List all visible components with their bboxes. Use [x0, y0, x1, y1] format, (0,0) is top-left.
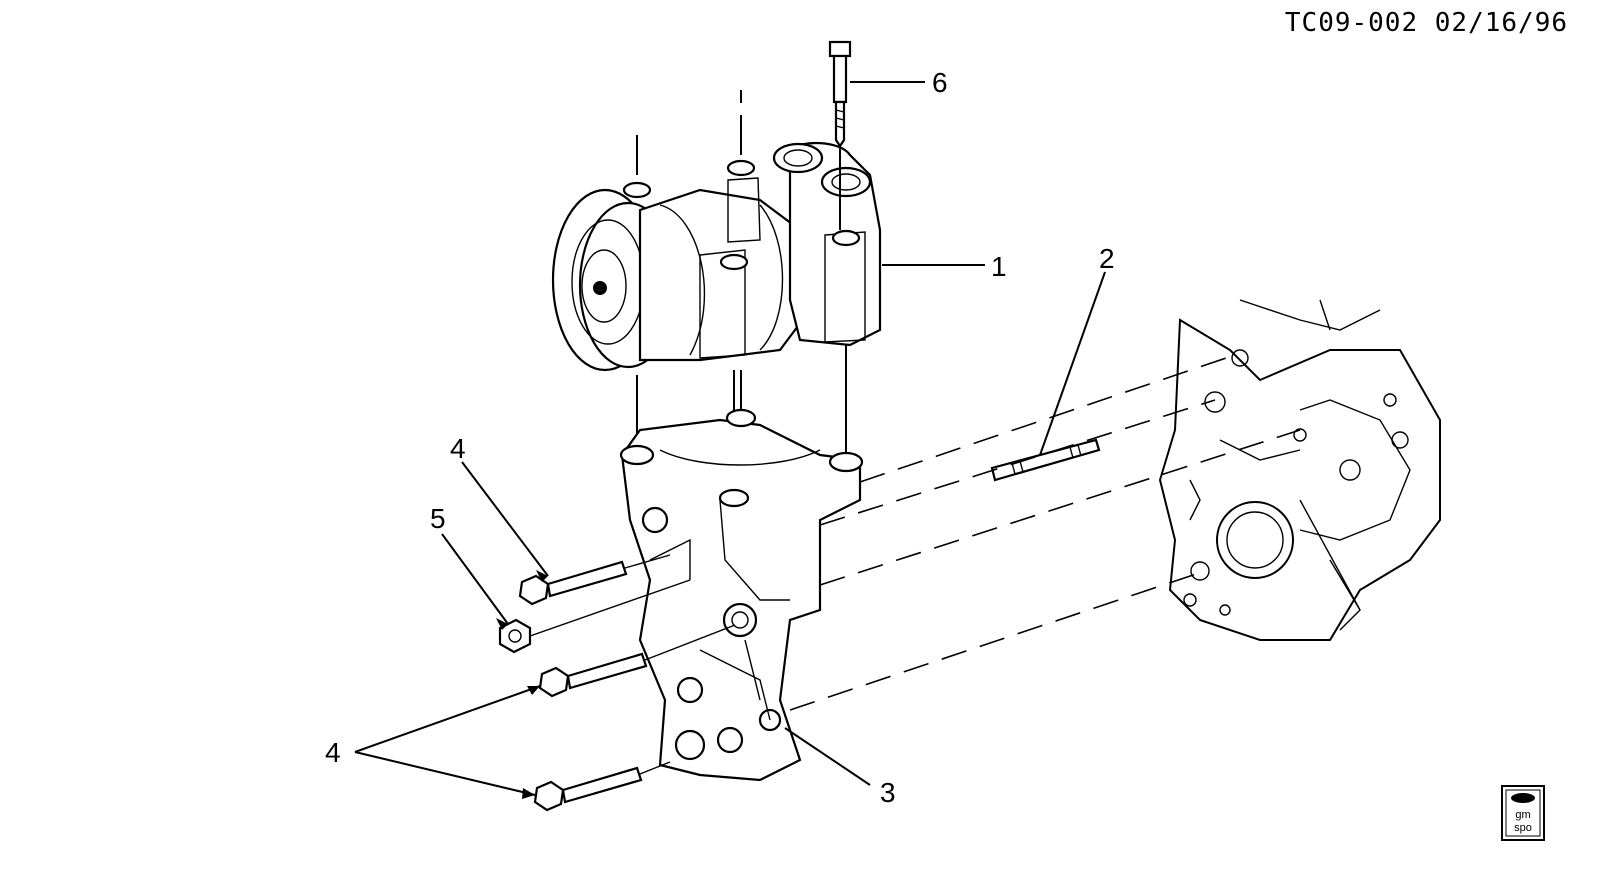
callout-4-upper: 4 — [450, 433, 466, 464]
callout-labels: 6 1 2 4 5 4 3 — [325, 67, 1115, 808]
bolt-part-4-middle — [538, 652, 648, 698]
compressor-mount-lugs — [622, 159, 861, 271]
callout-2: 2 — [1099, 243, 1115, 274]
callout-6: 6 — [932, 67, 948, 98]
callout-1: 1 — [991, 251, 1007, 282]
drawing-reference-code: TC09-002 02/16/96 — [1284, 8, 1568, 38]
bolt-part-6 — [828, 40, 852, 230]
alignment-lines-to-engine — [529, 354, 1301, 775]
ac-compressor — [551, 141, 882, 372]
logo-line-1: gm — [1515, 809, 1530, 821]
callout-4-lower: 4 — [325, 737, 341, 768]
logo-line-2: spo — [1514, 822, 1532, 834]
nut-part-5 — [498, 618, 532, 654]
bolt-part-4-upper — [518, 560, 628, 606]
callout-3: 3 — [880, 777, 896, 808]
gm-spo-logo: gm spo — [1501, 785, 1545, 841]
bolt-part-4-lower — [533, 766, 643, 812]
callout-5: 5 — [430, 503, 446, 534]
mounting-bracket — [619, 408, 864, 782]
stud-part-2 — [990, 438, 1101, 482]
engine-block — [1158, 299, 1441, 641]
leader-lines — [354, 81, 1106, 799]
